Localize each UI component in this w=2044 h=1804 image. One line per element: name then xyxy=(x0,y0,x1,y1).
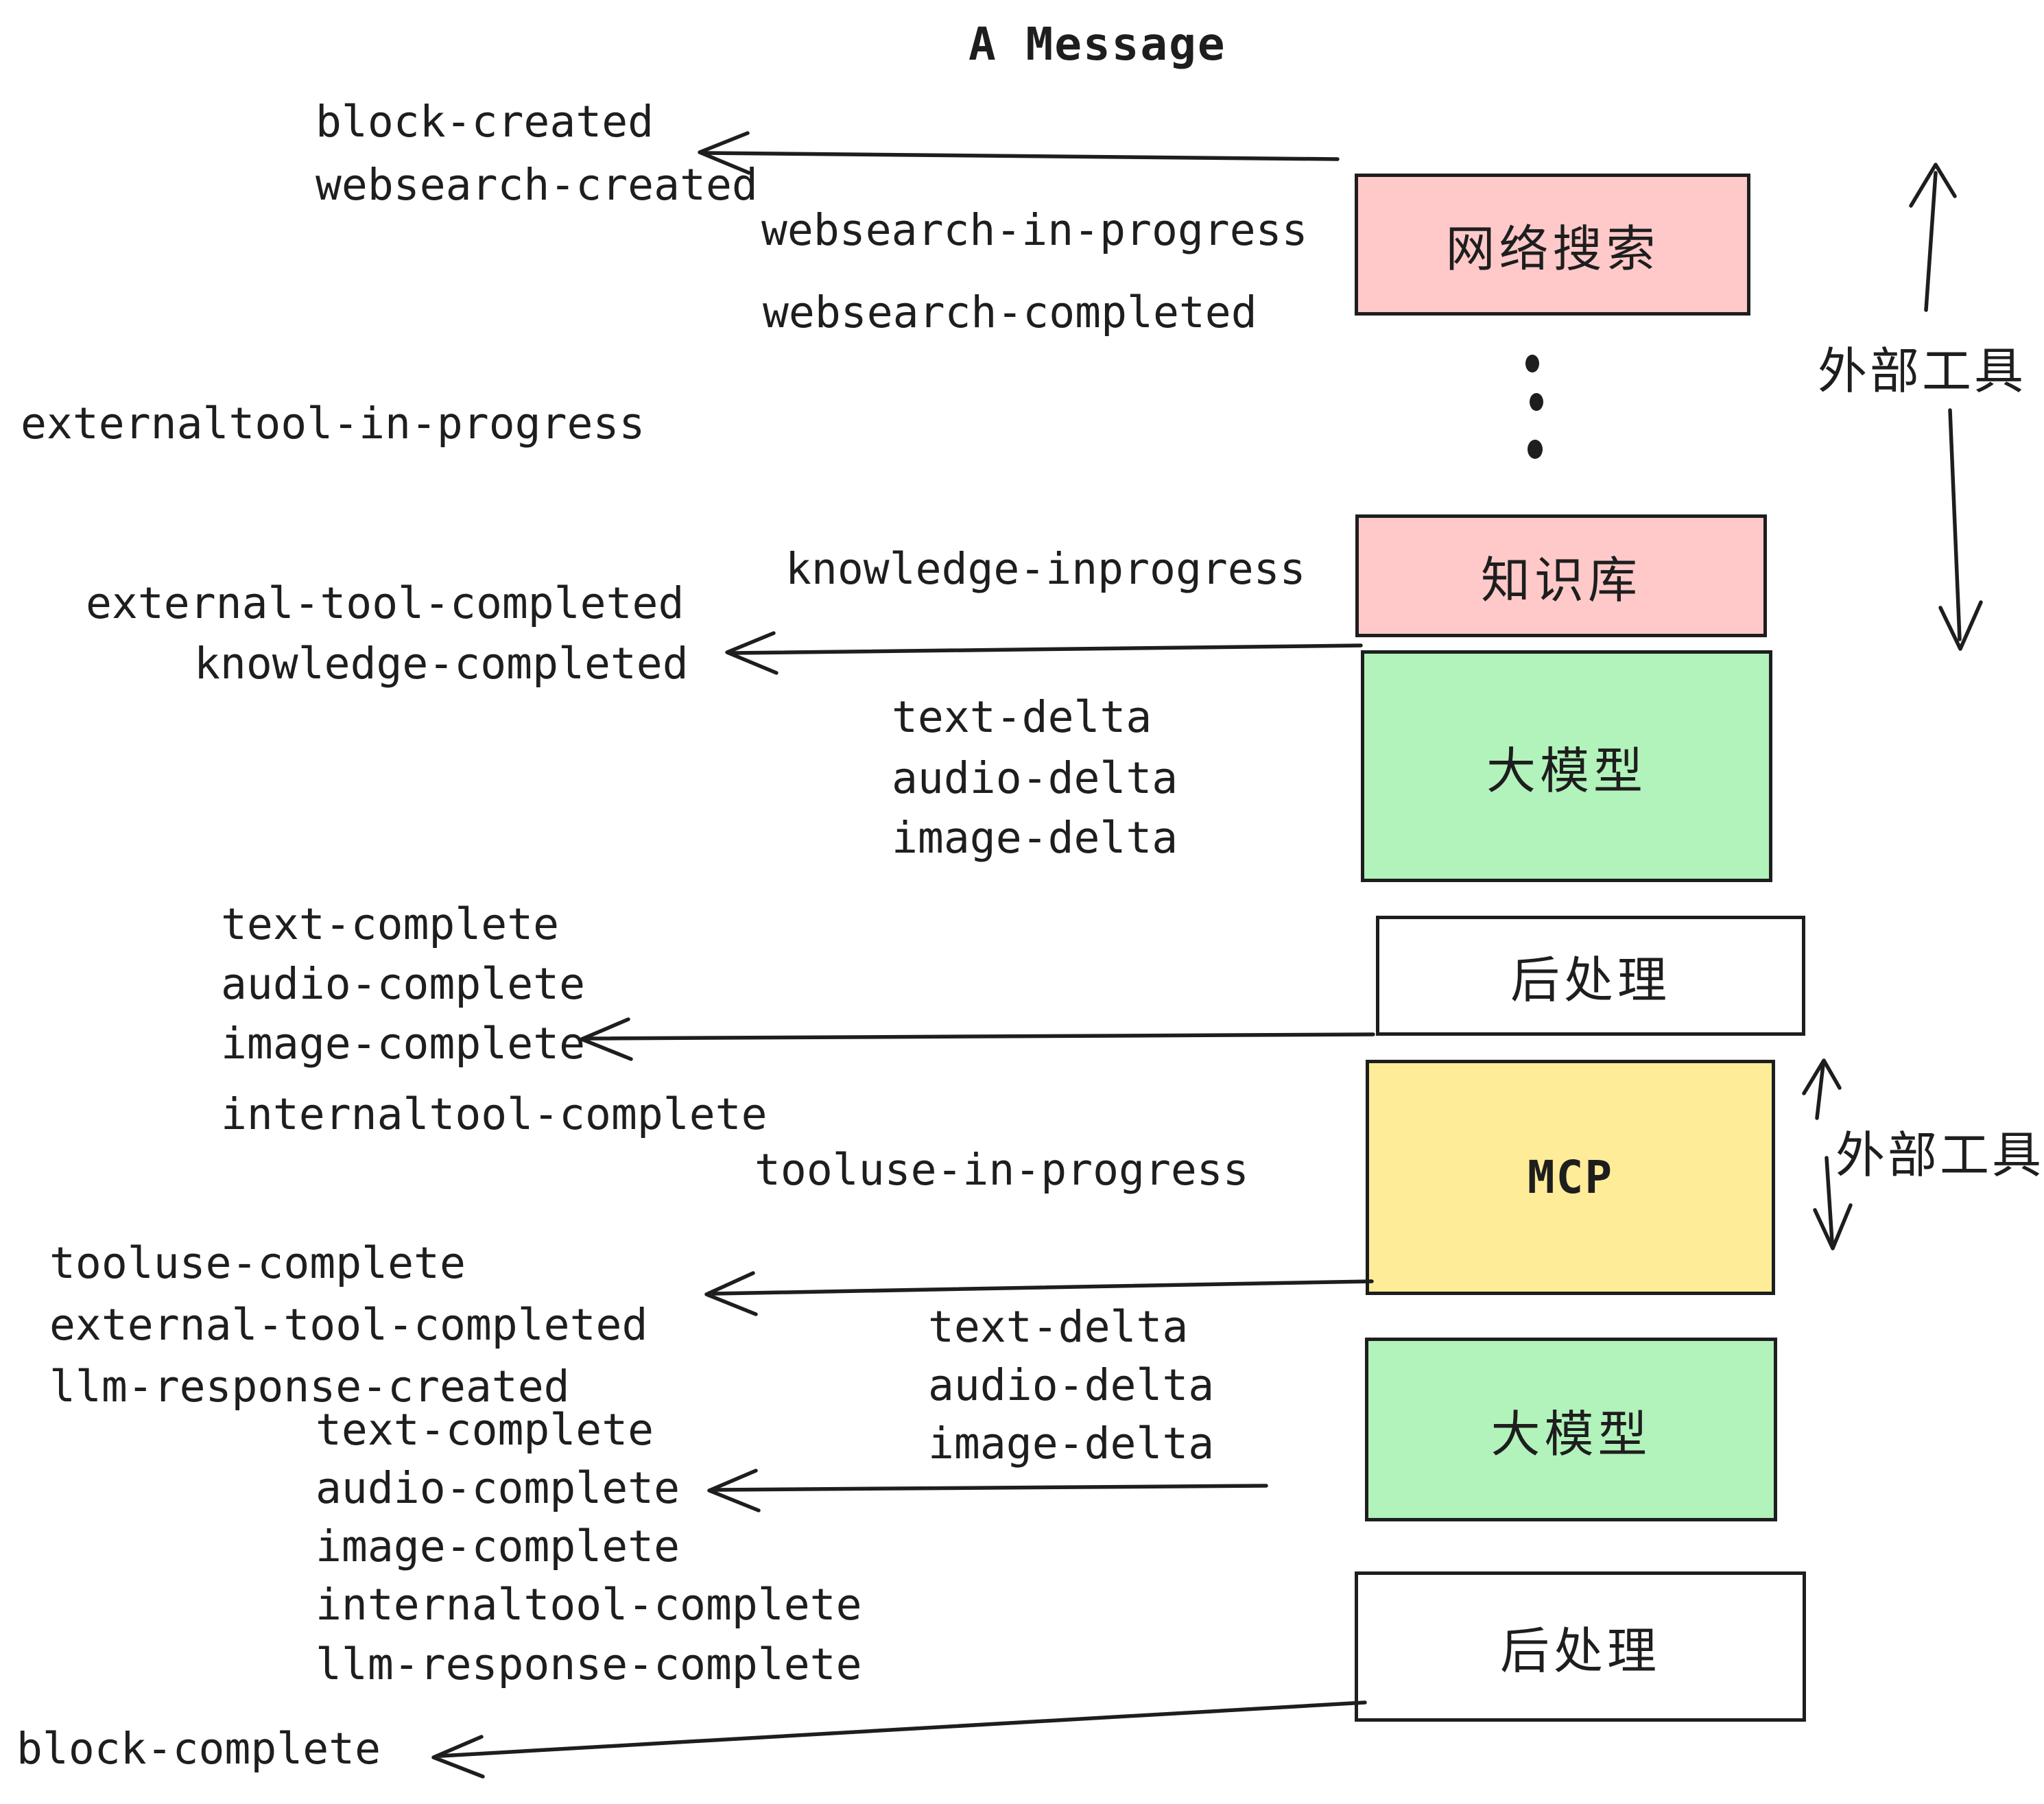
box-llm-2-label: 大模型 xyxy=(1490,1405,1652,1463)
event-label-image-complete-1: image-complete xyxy=(221,1019,586,1069)
box-postprocess-2-label: 后处理 xyxy=(1499,1622,1661,1680)
event-label-block-created: block-created xyxy=(316,97,654,147)
event-label-knowledge-inprogress: knowledge-inprogress xyxy=(785,544,1306,594)
arrow-llm2-to-audio-complete xyxy=(707,1469,1268,1512)
event-label-external-tool-completed-2: external-tool-completed xyxy=(49,1300,648,1350)
event-label-audio-delta-1: audio-delta xyxy=(892,753,1178,803)
event-label-text-delta-1: text-delta xyxy=(892,692,1152,742)
box-websearch: 网络搜索 xyxy=(1355,174,1750,316)
box-llm-1-label: 大模型 xyxy=(1486,741,1647,800)
event-label-text-delta-2: text-delta xyxy=(928,1302,1189,1352)
box-llm-1: 大模型 xyxy=(1361,650,1772,882)
event-label-external-tool-completed-1: external-tool-completed xyxy=(86,578,685,628)
event-label-websearch-created: websearch-created xyxy=(316,160,758,210)
event-label-externaltool-in-progress: externaltool-in-progress xyxy=(21,399,645,449)
box-postprocess-2: 后处理 xyxy=(1355,1571,1806,1722)
event-label-websearch-in-progress: websearch-in-progress xyxy=(761,205,1308,255)
arrow-post2-to-block-complete xyxy=(431,1700,1367,1779)
external-tools-label-top: 外部工具 xyxy=(1818,342,2027,400)
box-websearch-label: 网络搜索 xyxy=(1445,220,1660,278)
box-postprocess-1: 后处理 xyxy=(1376,916,1805,1036)
event-label-knowledge-completed: knowledge-completed xyxy=(194,639,689,689)
event-label-tooluse-in-progress: tooluse-in-progress xyxy=(754,1145,1249,1195)
event-label-tooluse-complete: tooluse-complete xyxy=(49,1238,466,1288)
event-label-image-complete-2: image-complete xyxy=(316,1521,680,1571)
event-label-audio-delta-2: audio-delta xyxy=(928,1360,1215,1410)
external-tools-down-arrow-top xyxy=(1938,408,1983,651)
event-label-image-delta-2: image-delta xyxy=(928,1419,1215,1469)
ellipsis-dots-icon xyxy=(1525,355,1543,459)
arrow-post1-to-image-complete xyxy=(580,1017,1375,1061)
event-label-image-delta-1: image-delta xyxy=(892,813,1178,863)
external-tools-up-arrow-mcp xyxy=(1802,1058,1842,1120)
event-label-internaltool-complete-1: internaltool-complete xyxy=(221,1089,768,1139)
event-label-audio-complete-1: audio-complete xyxy=(221,959,586,1009)
diagram-title: A Message xyxy=(968,18,1226,71)
arrow-websearch-to-created xyxy=(698,131,1340,175)
external-tools-label-middle: 外部工具 xyxy=(1835,1126,2044,1184)
box-mcp-label: MCP xyxy=(1527,1151,1614,1204)
box-knowledge-label: 知识库 xyxy=(1480,551,1641,609)
event-label-audio-complete-2: audio-complete xyxy=(316,1463,680,1513)
event-label-block-complete: block-complete xyxy=(16,1724,381,1774)
event-label-text-complete-2: text-complete xyxy=(316,1405,654,1455)
event-label-internaltool-complete-2: internaltool-complete xyxy=(316,1580,862,1630)
event-label-text-complete-1: text-complete xyxy=(221,899,560,949)
arrow-llm1-to-knowledge-completed xyxy=(725,631,1363,675)
box-mcp: MCP xyxy=(1366,1060,1775,1295)
box-llm-2: 大模型 xyxy=(1365,1338,1777,1521)
event-label-websearch-completed: websearch-completed xyxy=(763,287,1257,337)
event-label-llm-response-complete: llm-response-complete xyxy=(316,1639,862,1689)
box-knowledge: 知识库 xyxy=(1355,514,1767,637)
external-tools-up-arrow-top xyxy=(1909,163,1957,312)
event-label-llm-response-created: llm-response-created xyxy=(49,1362,570,1412)
box-postprocess-1-label: 后处理 xyxy=(1510,951,1671,1009)
